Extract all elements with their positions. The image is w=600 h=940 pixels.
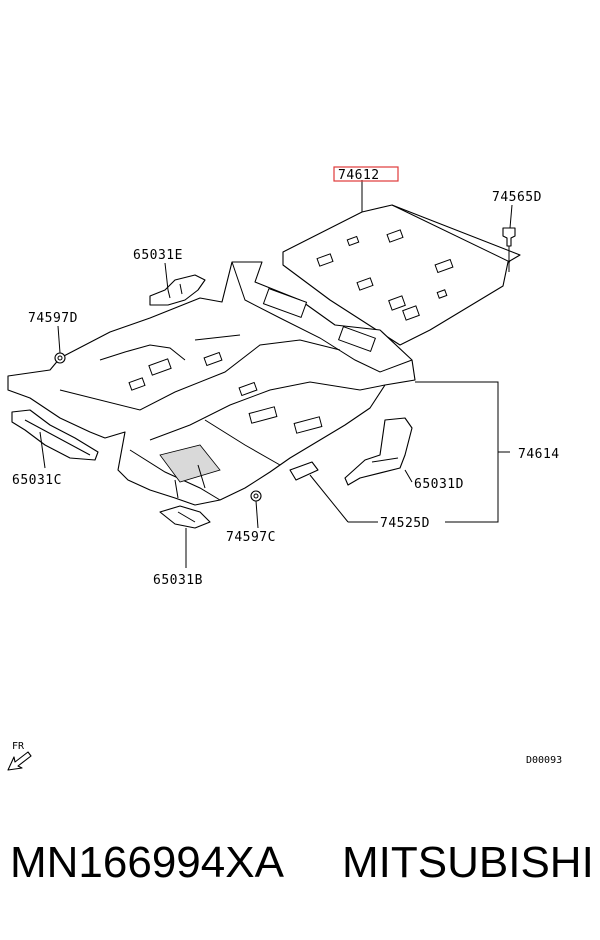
pad-65031D xyxy=(344,417,413,486)
pad-65031B xyxy=(159,505,211,529)
rear-carpet-74612 xyxy=(282,204,521,346)
label-65031C: 65031C xyxy=(12,473,62,488)
label-74614: 74614 xyxy=(518,447,560,462)
label-74565D: 74565D xyxy=(492,190,542,205)
label-65031B: 65031B xyxy=(153,573,203,588)
orientation-label: FR xyxy=(12,741,25,752)
fastener-74597D xyxy=(54,352,66,364)
footer-brand: MITSUBISHI xyxy=(342,838,594,887)
label-65031E: 65031E xyxy=(133,248,183,263)
pad-65031C xyxy=(11,409,99,461)
footer-part-number: MN166994XA xyxy=(10,838,284,887)
label-65031D: 65031D xyxy=(414,477,464,492)
diagram-code: D00093 xyxy=(526,755,562,766)
highlight-box xyxy=(333,166,399,182)
pad-65031E xyxy=(149,274,206,306)
clip-74565D xyxy=(502,227,516,247)
label-74525D: 74525D xyxy=(380,516,430,531)
footer: MN166994XA MITSUBISHI xyxy=(0,838,600,908)
bracket-74614 xyxy=(415,381,499,523)
fastener-74597C xyxy=(250,490,262,502)
clip-74525D xyxy=(289,461,319,481)
label-74597C: 74597C xyxy=(226,530,276,545)
front-carpet-74614 xyxy=(7,261,416,506)
label-74612: 74612 xyxy=(338,168,380,183)
label-74597D: 74597D xyxy=(28,311,78,326)
front-arrow-icon xyxy=(7,751,32,771)
